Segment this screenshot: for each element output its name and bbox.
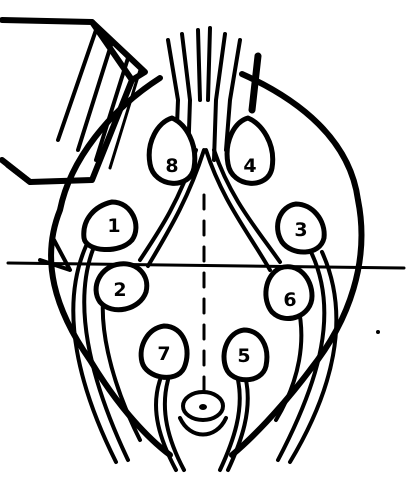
bulb-8: 8 [146,115,198,186]
bulb-7-label: 7 [157,343,170,365]
bulb-6: 6 [263,264,315,322]
axes [6,193,406,402]
bulb-2: 2 [93,261,150,313]
bulb-8-label: 8 [165,155,178,177]
bulb-4-label: 4 [243,155,256,177]
bulb-4: 4 [224,115,276,186]
central-orifice [178,390,228,437]
bulb-6-label: 6 [283,289,296,311]
lower-fibres [154,378,250,472]
bulb-7: 7 [138,323,190,380]
bulb-5-label: 5 [237,345,250,367]
outer-sleeve [0,17,148,185]
top-bundle [166,26,262,162]
bulb-2-label: 2 [113,279,126,301]
bulb-3-label: 3 [294,219,307,241]
bulb-5: 5 [221,327,270,383]
bulb-1: 1 [81,199,139,253]
bulb-3: 3 [275,201,327,255]
bulb-1-label: 1 [107,215,120,237]
speck [376,330,380,334]
